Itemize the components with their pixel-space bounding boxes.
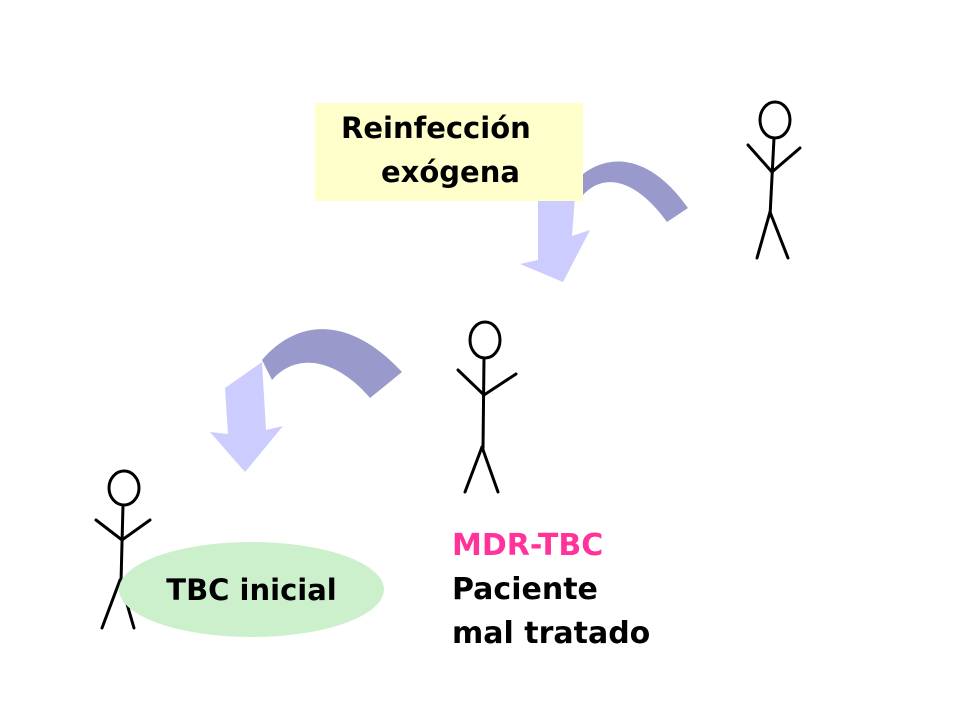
mdr-title: MDR-TBC: [452, 528, 604, 563]
mdr-line2: mal tratado: [452, 616, 651, 651]
reinfeccion-line1: Reinfección: [341, 111, 531, 145]
reinfeccion-box: Reinfección exógena: [315, 103, 583, 201]
upper-curved-arrow-icon: [520, 161, 688, 282]
lower-arrow-band: [262, 329, 402, 398]
upper-arrow-head: [520, 196, 590, 282]
tbc-inicial-label: TBC inicial: [166, 572, 337, 607]
lower-curved-arrow-icon: [210, 329, 402, 472]
stick-figure-right-icon: [746, 100, 802, 260]
tbc-inicial-ellipse: TBC inicial: [119, 542, 384, 637]
upper-arrow-band: [568, 161, 688, 222]
mdr-line1: Paciente: [452, 572, 598, 607]
stick-figure-middle-icon: [456, 320, 518, 494]
reinfeccion-line2: exógena: [381, 155, 520, 189]
lower-arrow-head: [210, 362, 283, 472]
mdr-block: MDR-TBC Paciente mal tratado: [452, 524, 650, 656]
